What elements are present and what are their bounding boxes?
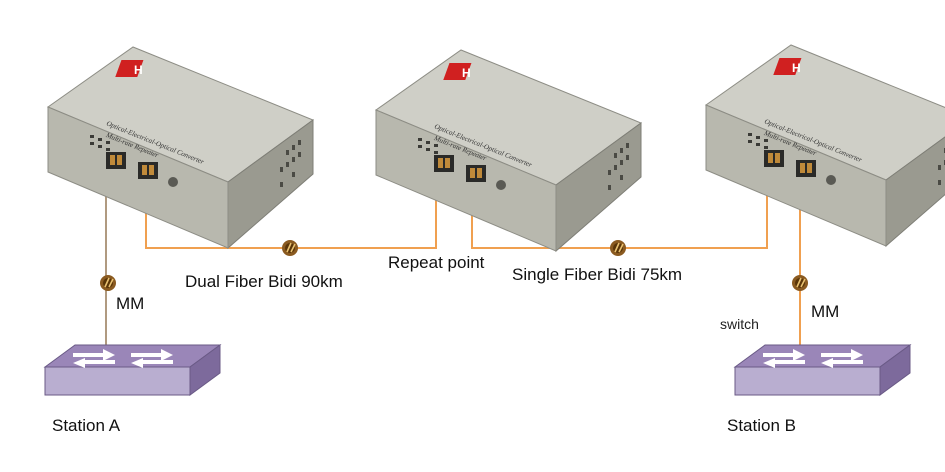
fiber-connector-icon — [99, 274, 117, 292]
station-a-label: Station A — [52, 416, 121, 435]
mm-label-left: MM — [116, 294, 145, 313]
fiber-connector-icon — [281, 239, 299, 257]
fiber-connector-icon — [609, 239, 627, 257]
station-b-label: Station B — [727, 416, 796, 435]
converter-left-icon — [47, 46, 314, 249]
mm-label-right: MM — [811, 302, 840, 321]
converter-middle-icon — [375, 49, 642, 252]
converter-right-icon — [705, 44, 945, 247]
switch-station-b-icon — [734, 344, 911, 396]
single-fiber-label: Single Fiber Bidi 75km — [512, 265, 683, 284]
switch-station-a-icon — [44, 344, 221, 396]
dual-fiber-label: Dual Fiber Bidi 90km — [185, 272, 343, 291]
switch-label: switch — [720, 316, 759, 332]
fiber-connector-icon — [791, 274, 809, 292]
repeat-point-label: Repeat point — [388, 253, 485, 272]
